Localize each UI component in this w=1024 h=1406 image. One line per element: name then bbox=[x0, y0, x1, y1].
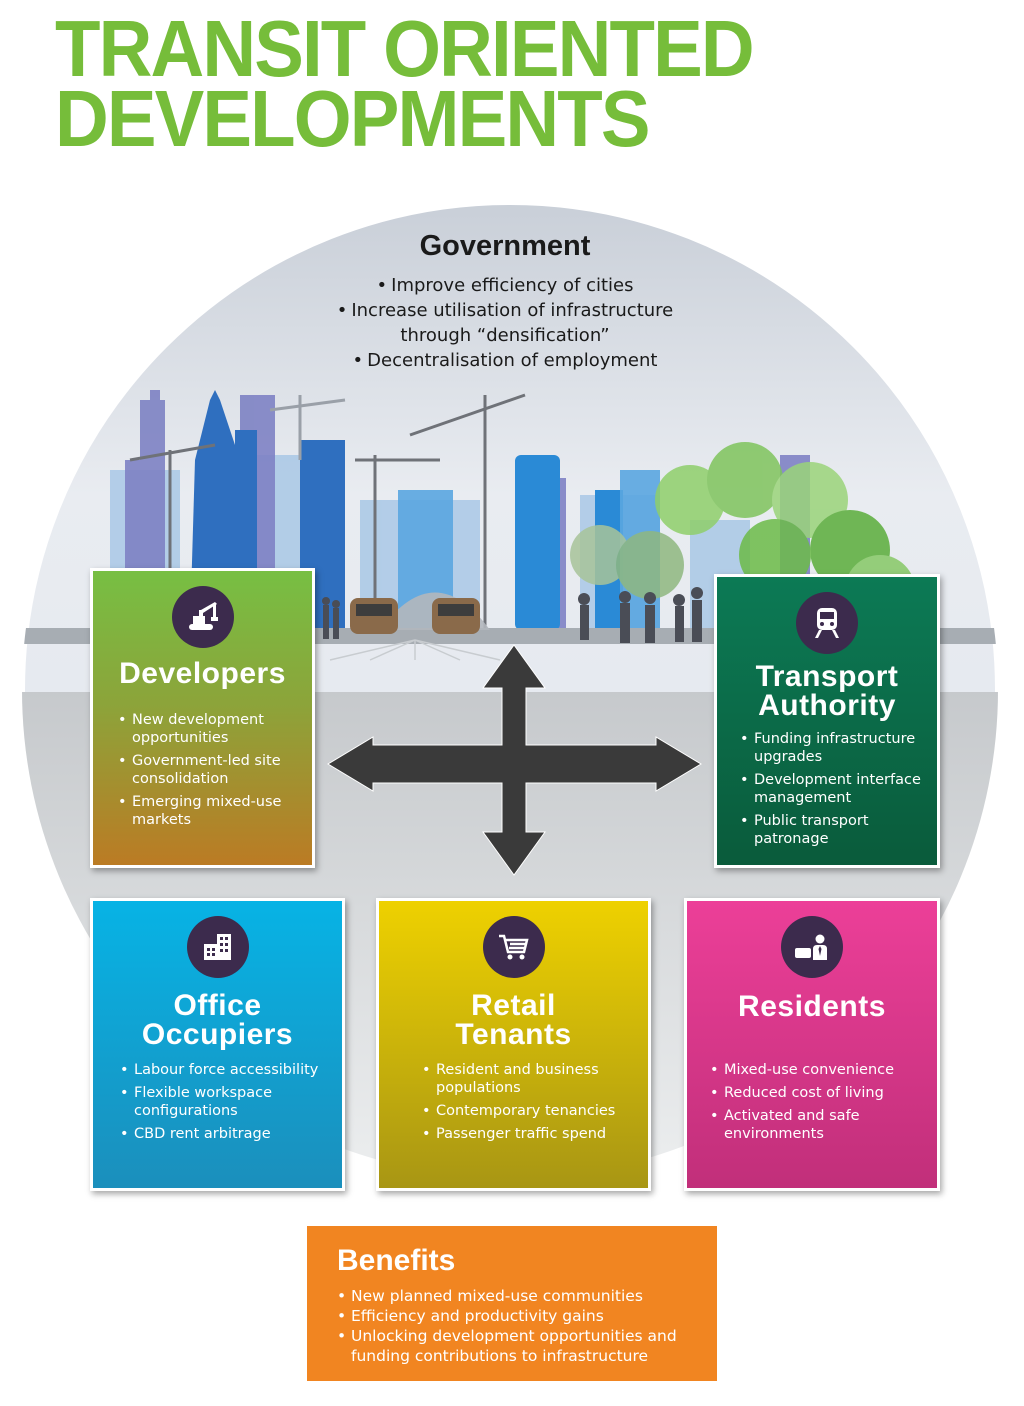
developers-heading: Developers bbox=[119, 657, 286, 690]
retail-points: Resident and business populations Contem… bbox=[422, 1061, 647, 1148]
list-item: Mixed-use convenience bbox=[710, 1061, 935, 1079]
list-item: Funding infrastructure upgrades bbox=[740, 730, 938, 766]
train-icon bbox=[796, 592, 858, 654]
government-point-continued: through “densification” bbox=[400, 325, 610, 346]
transport-authority-card: Transport Authority Funding infrastructu… bbox=[714, 574, 940, 868]
residents-heading: Residents bbox=[738, 990, 886, 1023]
residents-points: Mixed-use convenience Reduced cost of li… bbox=[710, 1061, 935, 1148]
benefits-box: Benefits New planned mixed-use communiti… bbox=[307, 1226, 717, 1381]
list-item: CBD rent arbitrage bbox=[120, 1125, 345, 1143]
title-line-2: DEVELOPMENTS bbox=[55, 74, 650, 163]
office-points: Labour force accessibility Flexible work… bbox=[120, 1061, 345, 1148]
list-item: Resident and business populations bbox=[422, 1061, 647, 1097]
office-heading: Office Occupiers bbox=[141, 989, 294, 1051]
four-way-arrows bbox=[327, 644, 702, 876]
shopping-cart-icon bbox=[482, 916, 545, 978]
government-heading: Government bbox=[419, 230, 591, 262]
list-item: Efficiency and productivity gains bbox=[337, 1306, 712, 1326]
developers-card: Developers New development opportunities… bbox=[90, 568, 315, 868]
government-point: •Decentralisation of employment bbox=[352, 350, 658, 371]
office-building-icon bbox=[186, 916, 249, 978]
resident-person-icon bbox=[781, 916, 843, 978]
page-title: TRANSIT ORIENTED DEVELOPMENTS bbox=[55, 4, 805, 163]
list-item: Unlocking development opportunities and … bbox=[337, 1326, 712, 1366]
list-item: Contemporary tenancies bbox=[422, 1102, 647, 1120]
government-points: •Improve efficiency of cities •Increase … bbox=[280, 273, 730, 373]
list-item: Flexible workspace configurations bbox=[120, 1084, 345, 1120]
retail-heading: Retail Tenants bbox=[455, 989, 572, 1051]
benefits-points: New planned mixed-use communities Effici… bbox=[337, 1286, 712, 1366]
list-item: Public transport patronage bbox=[740, 812, 938, 848]
transport-heading: Transport Authority bbox=[755, 660, 899, 722]
list-item: Development interface management bbox=[740, 771, 938, 807]
crane-excavator-icon bbox=[171, 586, 234, 648]
benefits-heading: Benefits bbox=[337, 1244, 456, 1277]
residents-card: Residents Mixed-use convenience Reduced … bbox=[684, 898, 940, 1191]
government-point: •Improve efficiency of cities bbox=[376, 275, 634, 296]
office-occupiers-card: Office Occupiers Labour force accessibil… bbox=[90, 898, 345, 1191]
developers-points: New development opportunities Government… bbox=[118, 711, 308, 834]
retail-tenants-card: Retail Tenants Resident and business pop… bbox=[376, 898, 651, 1191]
list-item: Emerging mixed-use markets bbox=[118, 793, 308, 829]
list-item: Activated and safe environments bbox=[710, 1107, 935, 1143]
transport-points: Funding infrastructure upgrades Developm… bbox=[740, 730, 938, 853]
government-section: Government •Improve efficiency of cities… bbox=[280, 230, 730, 373]
title-line-1: TRANSIT ORIENTED bbox=[55, 4, 755, 93]
list-item: Passenger traffic spend bbox=[422, 1125, 647, 1143]
list-item: Reduced cost of living bbox=[710, 1084, 935, 1102]
government-point: •Increase utilisation of infrastructure bbox=[336, 300, 674, 321]
list-item: Government-led site consolidation bbox=[118, 752, 308, 788]
list-item: New planned mixed-use communities bbox=[337, 1286, 712, 1306]
list-item: Labour force accessibility bbox=[120, 1061, 345, 1079]
list-item: New development opportunities bbox=[118, 711, 308, 747]
